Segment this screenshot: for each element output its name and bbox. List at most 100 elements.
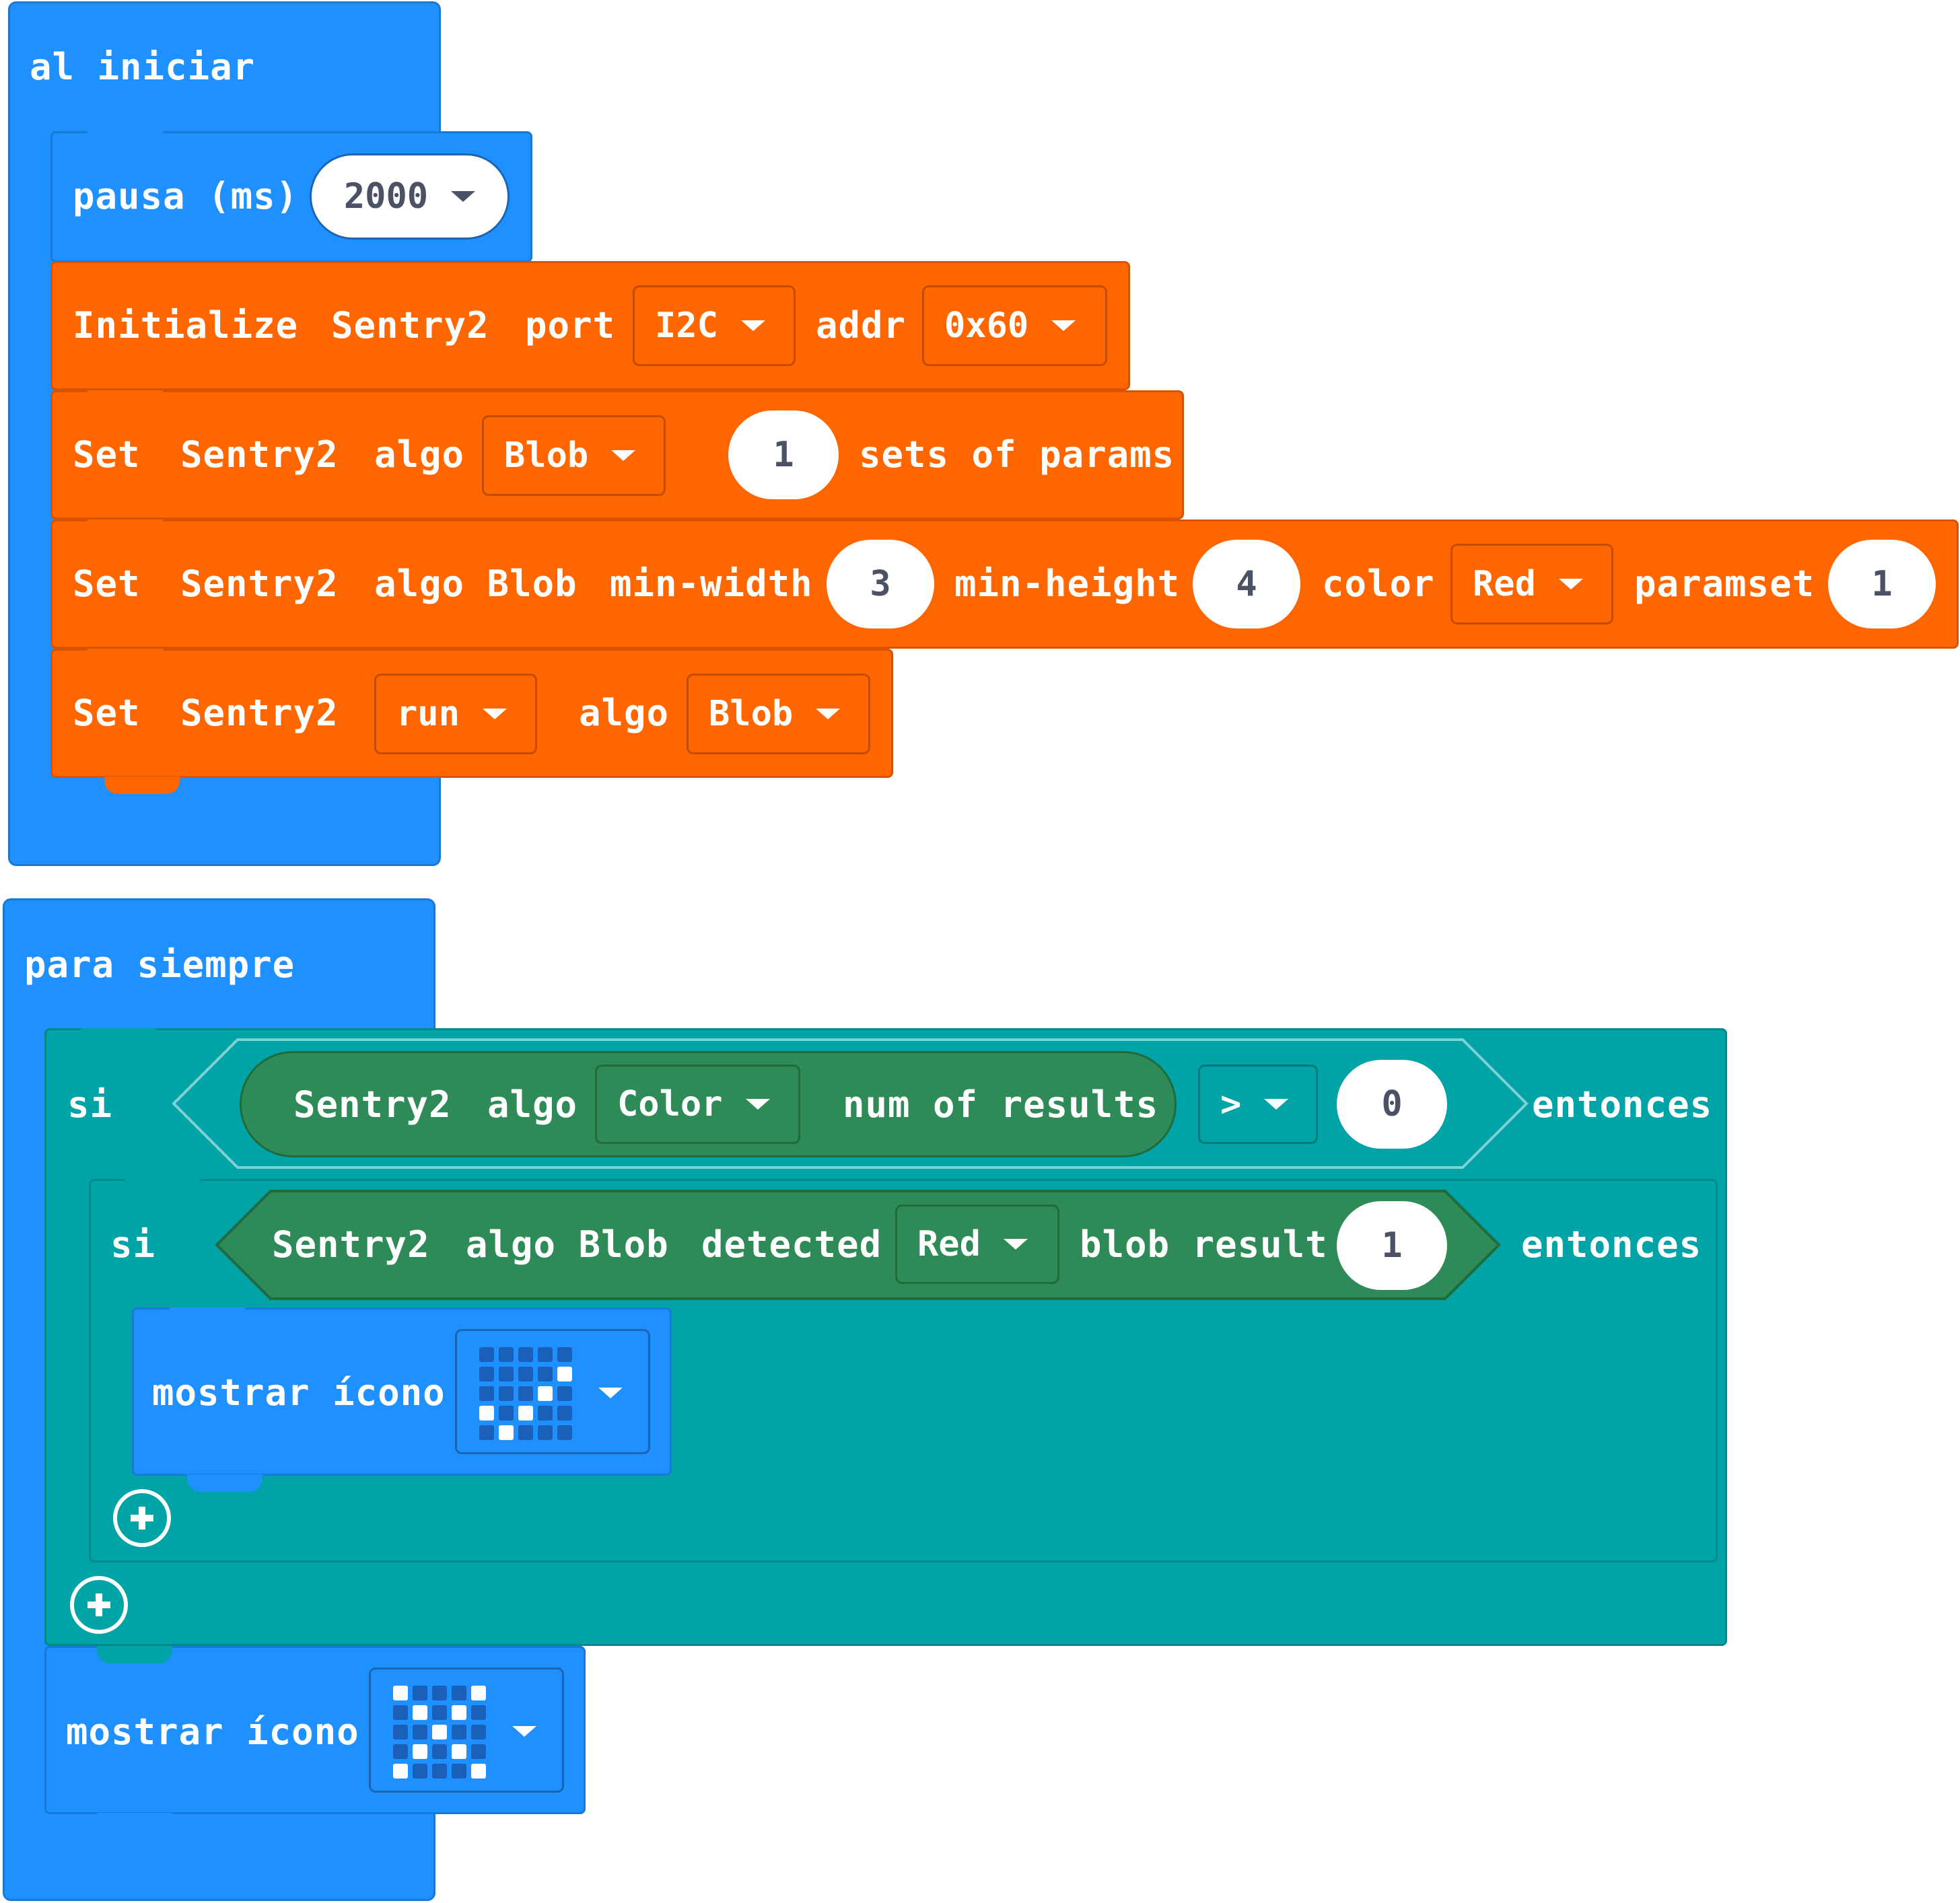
led-cell — [413, 1764, 427, 1779]
led-cell — [452, 1744, 466, 1759]
show-icon-block-1[interactable] — [132, 1307, 672, 1476]
led-cell — [557, 1406, 572, 1421]
set-blob-word-6: color — [1322, 563, 1435, 605]
chevron-down-icon — [816, 709, 841, 719]
cond1-word-2: algo — [487, 1083, 578, 1126]
params-count-value: 1 — [773, 435, 794, 475]
blob-result-input[interactable]: 1 — [1337, 1201, 1447, 1290]
led-cell — [479, 1425, 494, 1440]
add-else-inner-icon[interactable] — [113, 1489, 171, 1547]
init-word-2: Sentry2 — [331, 304, 489, 347]
led-cell — [471, 1686, 486, 1700]
set-run-block[interactable] — [50, 649, 893, 778]
led-icon-1 — [479, 1347, 572, 1440]
cond2-word-2: algo Blob — [466, 1223, 669, 1266]
led-cell — [557, 1425, 572, 1440]
chevron-down-icon — [598, 1388, 623, 1398]
show-icon-2-label: mostrar ícono — [66, 1711, 359, 1753]
chevron-down-icon — [512, 1726, 536, 1737]
if-inner-then: entonces — [1521, 1223, 1702, 1266]
set-params-tail: sets of params — [859, 433, 1175, 476]
set-blob-word-3: algo Blob — [374, 563, 578, 605]
led-cell — [413, 1744, 427, 1759]
compare-value-input[interactable]: 0 — [1337, 1060, 1447, 1149]
cond2-color-dropdown[interactable]: Red — [895, 1205, 1059, 1284]
led-cell — [432, 1725, 447, 1739]
led-cell — [538, 1425, 553, 1440]
show-icon-block-2[interactable] — [44, 1646, 586, 1814]
led-cell — [432, 1705, 447, 1720]
set-blob-word-5: min-height — [954, 563, 1181, 605]
led-cell — [538, 1386, 553, 1401]
color-dropdown[interactable]: Red — [1450, 544, 1613, 624]
cond1-word-1: Sentry2 — [293, 1083, 452, 1126]
forever-label: para siempre — [24, 943, 295, 986]
detected-hexagon[interactable] — [215, 1190, 1501, 1300]
pause-duration-input[interactable]: 2000 — [310, 153, 510, 240]
set-blob-word-7: paramset — [1634, 563, 1815, 605]
add-else-outer-icon[interactable] — [70, 1576, 128, 1634]
led-icon-2 — [393, 1686, 486, 1779]
led-cell — [413, 1725, 427, 1739]
led-cell — [393, 1744, 408, 1759]
led-cell — [518, 1425, 533, 1440]
run-mode-dropdown[interactable]: run — [374, 674, 537, 754]
led-cell — [538, 1347, 553, 1362]
icon-dropdown-2[interactable] — [369, 1667, 564, 1793]
led-cell — [471, 1705, 486, 1720]
cond1-algo-dropdown[interactable]: Color — [595, 1065, 800, 1144]
on-start-label: al iniciar — [30, 46, 256, 88]
led-cell — [479, 1406, 494, 1421]
min-height-input[interactable]: 4 — [1193, 540, 1300, 629]
num-results-reporter[interactable] — [240, 1051, 1177, 1157]
led-cell — [452, 1686, 466, 1700]
run-algo-value: Blob — [709, 694, 794, 734]
set-blob-params-block[interactable] — [50, 519, 1959, 649]
led-cell — [413, 1705, 427, 1720]
initialize-sentry-block[interactable] — [50, 261, 1130, 390]
led-cell — [499, 1406, 514, 1421]
operator-dropdown[interactable]: > — [1198, 1065, 1318, 1144]
set-run-word-3: algo — [579, 692, 670, 734]
init-word-1: Initialize — [73, 304, 299, 347]
run-algo-dropdown[interactable]: Blob — [687, 674, 870, 754]
min-width-input[interactable]: 3 — [827, 540, 934, 629]
algo-dropdown[interactable]: Blob — [482, 415, 666, 496]
algo-value: Blob — [504, 435, 589, 476]
led-cell — [393, 1686, 408, 1700]
led-cell — [518, 1367, 533, 1381]
init-word-4: addr — [816, 304, 907, 347]
cond1-word-3: num of results — [843, 1083, 1159, 1126]
led-cell — [432, 1744, 447, 1759]
led-cell — [393, 1764, 408, 1779]
if-outer-then: entonces — [1532, 1083, 1713, 1126]
led-cell — [452, 1764, 466, 1779]
led-cell — [518, 1406, 533, 1421]
paramset-input[interactable]: 1 — [1828, 540, 1936, 629]
run-mode-value: run — [396, 694, 460, 734]
led-cell — [452, 1705, 466, 1720]
set-run-word-2: Sentry2 — [180, 692, 339, 734]
params-count-input[interactable]: 1 — [728, 410, 839, 499]
chevron-down-icon — [1558, 579, 1583, 589]
led-cell — [518, 1347, 533, 1362]
chevron-down-icon — [482, 709, 507, 719]
set-run-word-1: Set — [73, 692, 141, 734]
compare-value: 0 — [1381, 1084, 1403, 1124]
led-cell — [518, 1386, 533, 1401]
port-dropdown[interactable]: I2C — [633, 285, 796, 366]
led-cell — [479, 1367, 494, 1381]
led-cell — [471, 1725, 486, 1739]
cond2-word-1: Sentry2 — [272, 1223, 430, 1266]
color-value: Red — [1473, 564, 1536, 604]
icon-dropdown-1[interactable] — [455, 1329, 650, 1454]
set-params-word-3: algo — [374, 433, 465, 476]
led-cell — [432, 1686, 447, 1700]
operator-value: > — [1220, 1084, 1242, 1124]
min-width-value: 3 — [870, 564, 891, 604]
led-cell — [393, 1725, 408, 1739]
chevron-down-icon — [451, 191, 476, 202]
set-params-word-1: Set — [73, 433, 141, 476]
addr-dropdown[interactable]: 0x60 — [922, 285, 1107, 366]
blob-result-value: 1 — [1381, 1225, 1403, 1266]
